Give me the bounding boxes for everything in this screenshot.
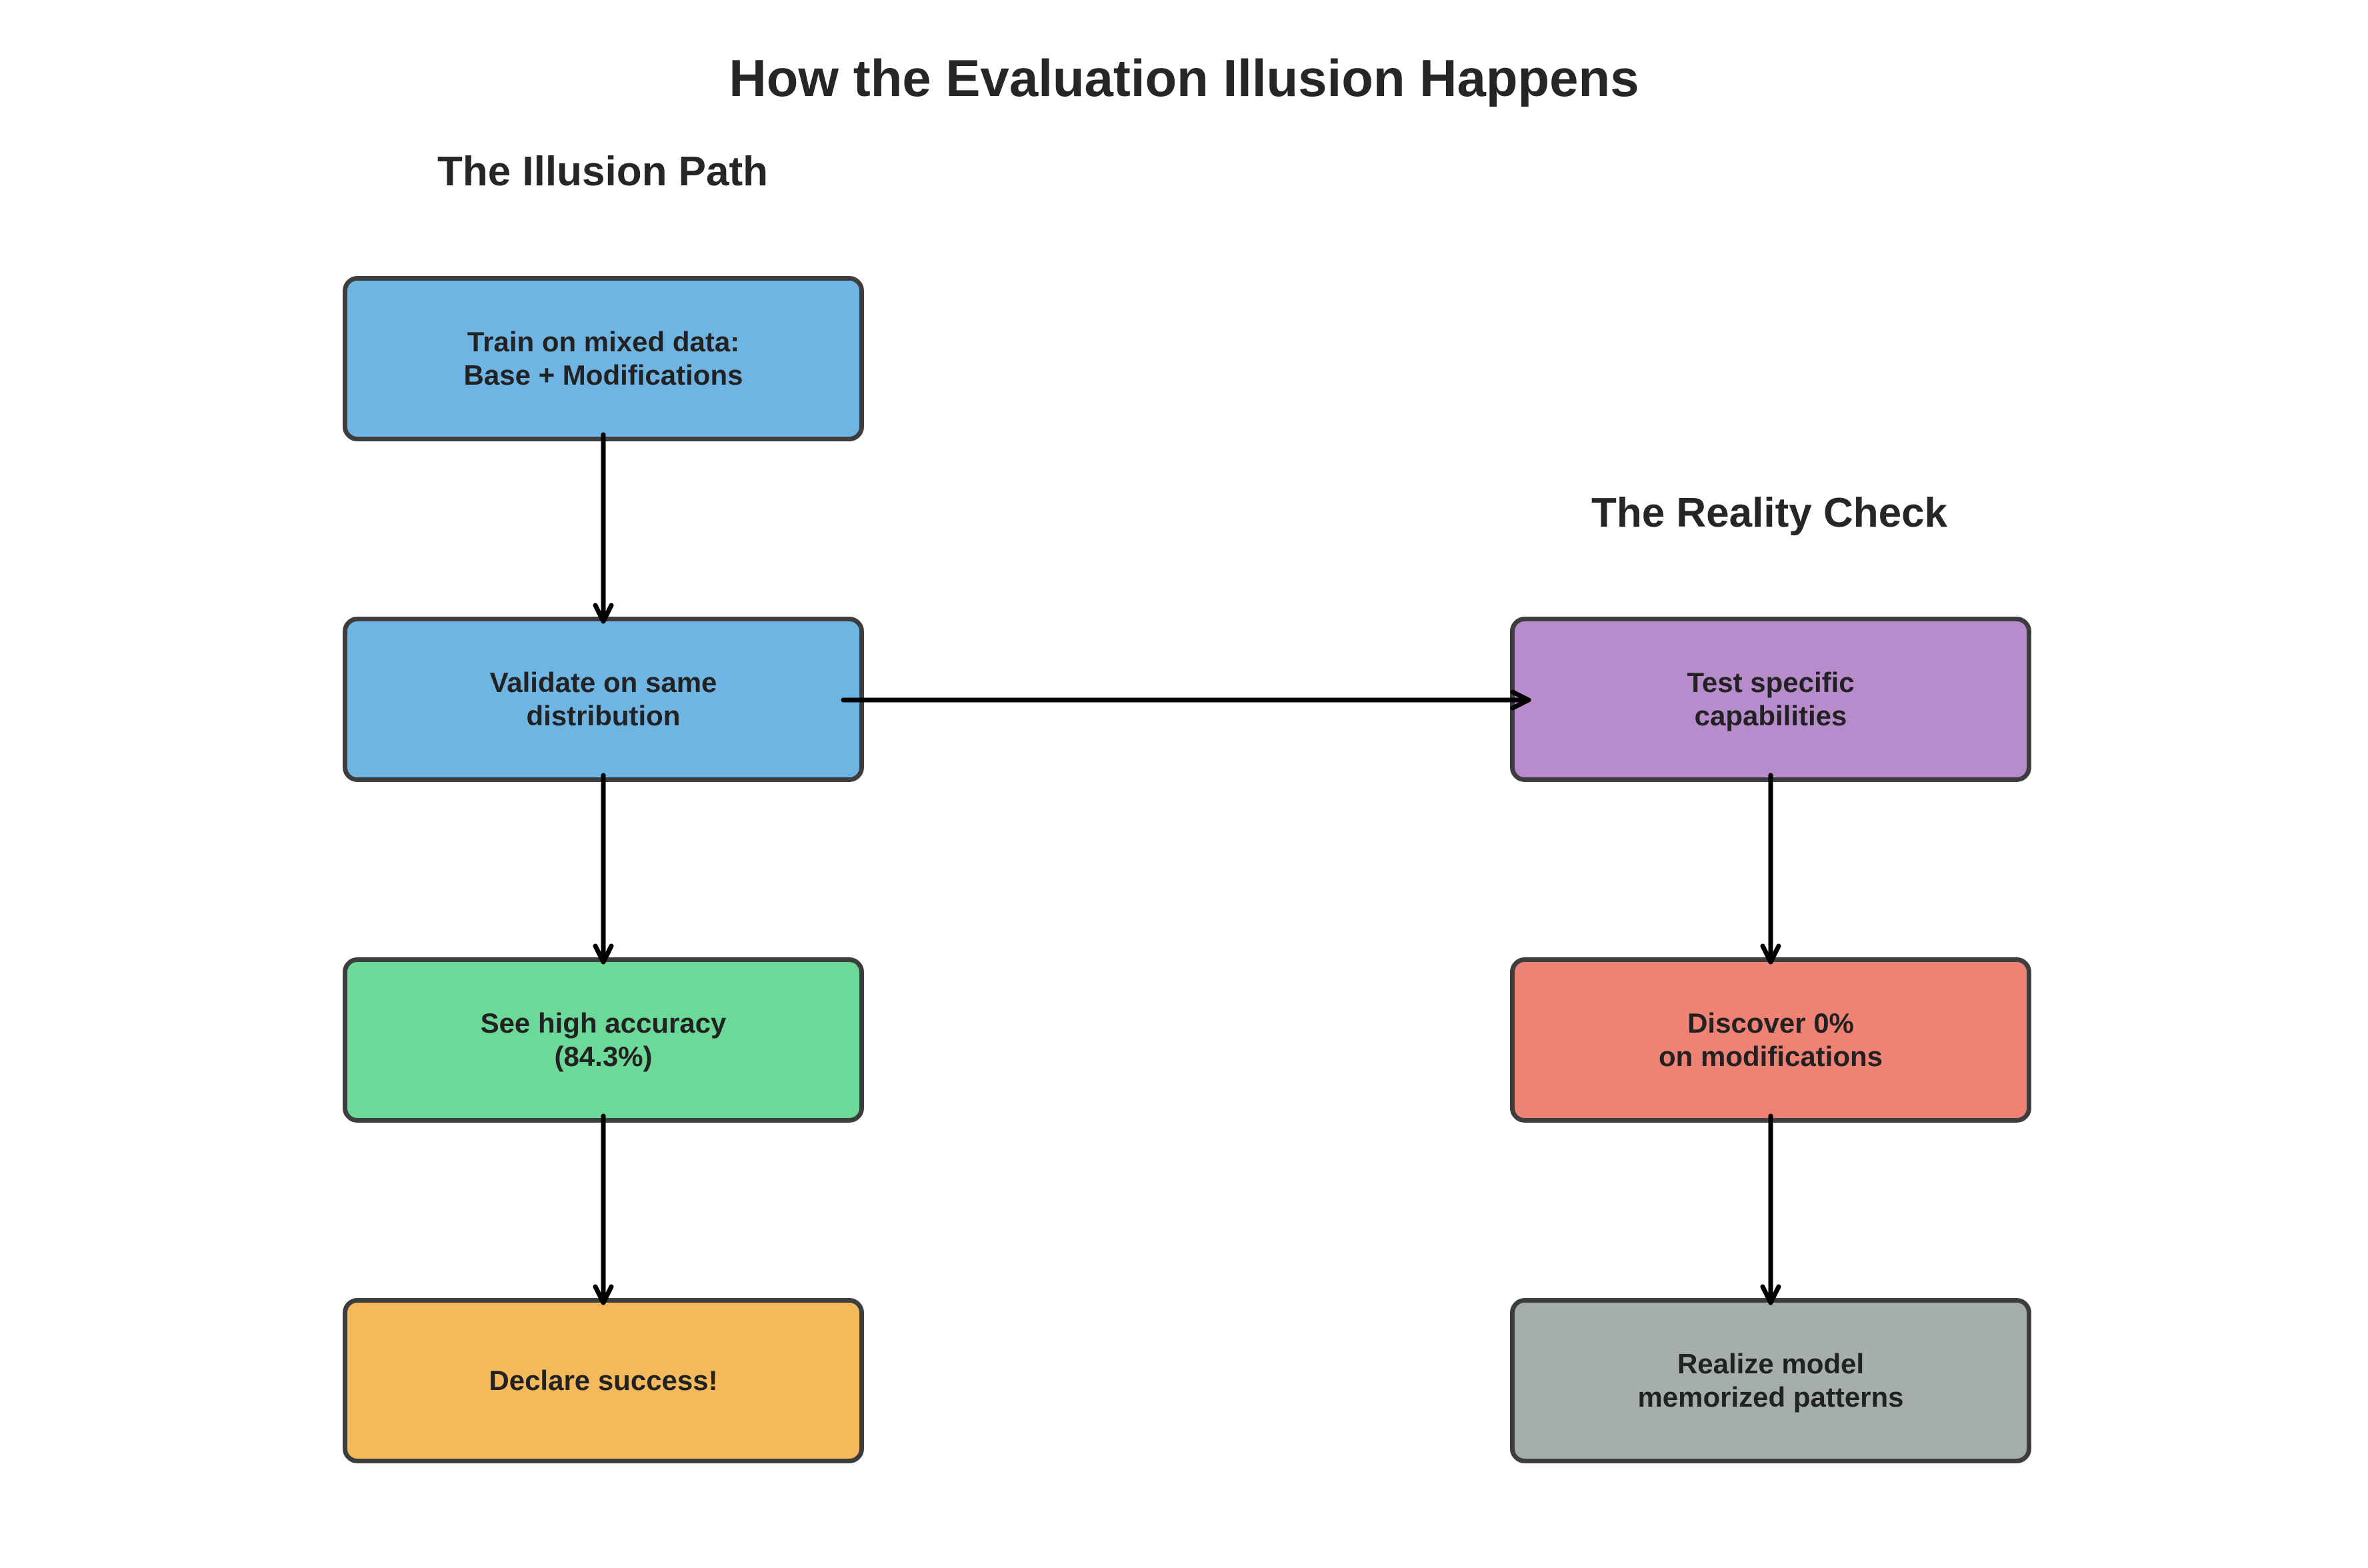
- step-test-specific-capabilities: Test specific capabilities: [1510, 617, 2031, 782]
- step-declare-success: Declare success!: [343, 1298, 864, 1463]
- step-label: See high accuracy (84.3%): [480, 1007, 727, 1072]
- arrow-validate-to-test: [841, 689, 1531, 711]
- diagram-title: How the Evaluation Illusion Happens: [729, 49, 1639, 107]
- step-validate-same-distribution: Validate on same distribution: [343, 617, 864, 782]
- reality-check-heading: The Reality Check: [1591, 490, 1948, 536]
- step-label: Realize model memorized patterns: [1637, 1348, 1904, 1413]
- step-label: Train on mixed data: Base + Modification…: [463, 326, 743, 391]
- step-train-mixed-data: Train on mixed data: Base + Modification…: [343, 276, 864, 441]
- arrow-test-to-discover: [1760, 773, 1781, 965]
- arrow-discover-to-realize: [1760, 1113, 1781, 1305]
- step-label: Validate on same distribution: [489, 667, 717, 731]
- step-realize-memorized: Realize model memorized patterns: [1510, 1298, 2031, 1463]
- step-label: Test specific capabilities: [1687, 667, 1855, 731]
- step-see-high-accuracy: See high accuracy (84.3%): [343, 957, 864, 1123]
- arrow-train-to-validate: [593, 432, 614, 624]
- step-discover-zero-percent: Discover 0% on modifications: [1510, 957, 2031, 1123]
- arrow-validate-to-accuracy: [593, 773, 614, 965]
- step-label: Declare success!: [489, 1365, 718, 1396]
- arrow-accuracy-to-success: [593, 1113, 614, 1305]
- step-label: Discover 0% on modifications: [1659, 1007, 1883, 1072]
- illusion-path-heading: The Illusion Path: [437, 149, 769, 195]
